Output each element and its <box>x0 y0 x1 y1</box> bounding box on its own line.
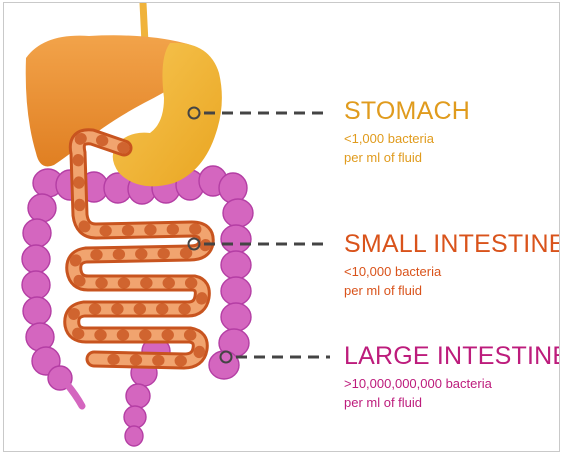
small-intestine-count: <10,000 bacteria <box>344 262 560 281</box>
small-intestine-unit: per ml of fluid <box>344 281 560 300</box>
large-intestine-unit: per ml of fluid <box>344 393 560 412</box>
large-intestine-count: >10,000,000,000 bacteria <box>344 374 560 393</box>
small-intestine-title: SMALL INTESTINE <box>344 232 560 257</box>
stomach-label: STOMACH <1,000 bacteria per ml of fluid <box>344 99 470 167</box>
diagram-frame: STOMACH <1,000 bacteria per ml of fluid … <box>3 2 560 452</box>
stomach-unit: per ml of fluid <box>344 148 470 167</box>
small-intestine-label: SMALL INTESTINE <10,000 bacteria per ml … <box>344 232 560 300</box>
large-intestine-label: LARGE INTESTINE >10,000,000,000 bacteria… <box>344 344 560 412</box>
large-intestine-title: LARGE INTESTINE <box>344 344 560 369</box>
stomach-count: <1,000 bacteria <box>344 129 470 148</box>
stomach-title: STOMACH <box>344 99 470 124</box>
